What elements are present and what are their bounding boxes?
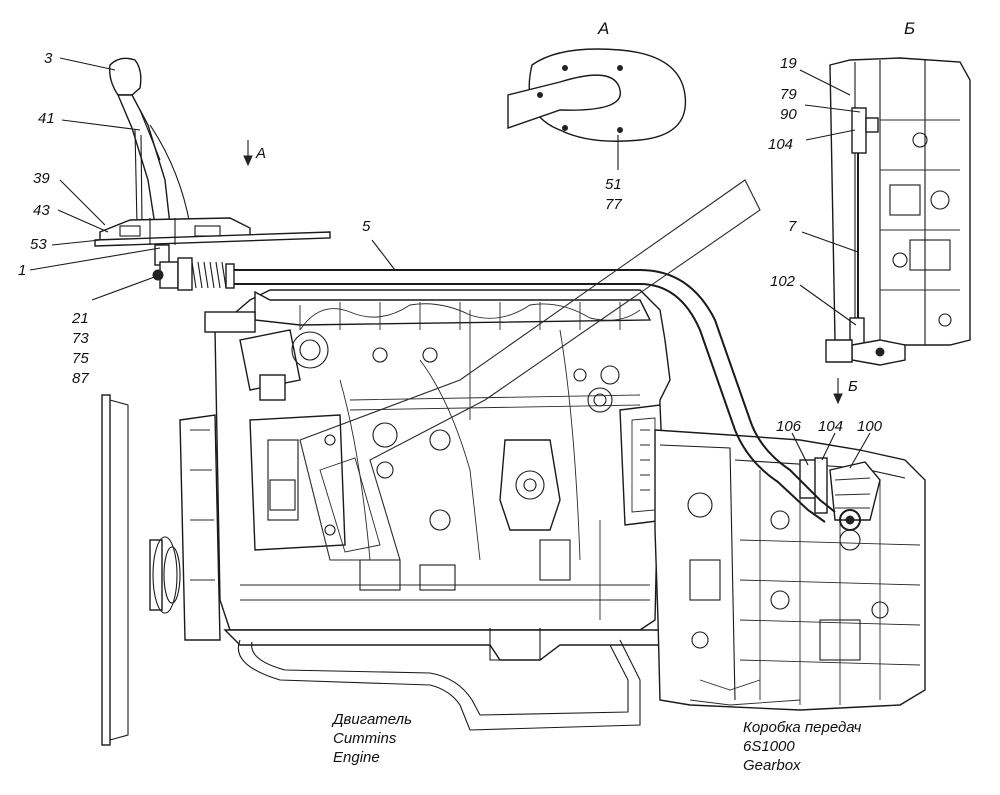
callout-43: 43 [33, 202, 50, 219]
view-b-detail [825, 57, 971, 366]
callout-7: 7 [788, 218, 797, 235]
engine-caption-en: Engine [333, 749, 380, 766]
callout-106: 106 [776, 418, 802, 435]
gearbox-caption-en: Gearbox [743, 757, 801, 774]
view-b-title: Б [904, 19, 916, 38]
gearbox-caption-ru: Коробка передач [743, 719, 862, 736]
view-a-direction-arrow [243, 140, 253, 167]
callout-51: 51 [605, 176, 622, 193]
gearbox-caption: Коробка передач 6S1000 Gearbox [743, 718, 861, 775]
shift-lever-knob [108, 57, 142, 96]
shift-lever-assembly [94, 57, 331, 291]
view-a-arrow-label: А [256, 145, 267, 162]
gearbox-caption-model: 6S1000 [743, 738, 795, 755]
callout-39: 39 [33, 170, 50, 187]
callout-3: 3 [44, 50, 53, 67]
view-b-arrow-label: Б [848, 378, 858, 395]
callout-21: 21 [72, 310, 89, 327]
callout-41: 41 [38, 110, 55, 127]
view-b-direction-arrow [833, 378, 843, 405]
callout-102: 102 [770, 273, 796, 290]
callout-90: 90 [780, 106, 797, 123]
callout-75: 75 [72, 350, 89, 367]
callout-104-upper: 104 [768, 136, 794, 153]
callout-77: 77 [605, 196, 622, 213]
engine-caption-model: Cummins [333, 730, 397, 747]
engine-oil-pan [223, 629, 661, 661]
callout-1: 1 [18, 262, 27, 279]
shift-cable [230, 269, 836, 523]
callout-53: 53 [30, 236, 47, 253]
engine-caption-ru: Двигатель [333, 711, 412, 728]
callout-5: 5 [362, 218, 371, 235]
callout-19: 19 [780, 55, 797, 72]
view-a-detail [507, 48, 687, 170]
engine-pulley-disk [101, 394, 111, 746]
engine-block [101, 289, 671, 746]
callout-79: 79 [780, 86, 797, 103]
callout-87: 87 [72, 370, 89, 387]
callout-104-lower: 104 [818, 418, 844, 435]
engine-caption: Двигатель Cummins Engine [333, 710, 412, 767]
callout-73: 73 [72, 330, 89, 347]
view-a-title: А [598, 19, 610, 38]
callout-leader-lines [29, 57, 871, 469]
gearbox-body [654, 429, 926, 711]
callout-100: 100 [857, 418, 883, 435]
